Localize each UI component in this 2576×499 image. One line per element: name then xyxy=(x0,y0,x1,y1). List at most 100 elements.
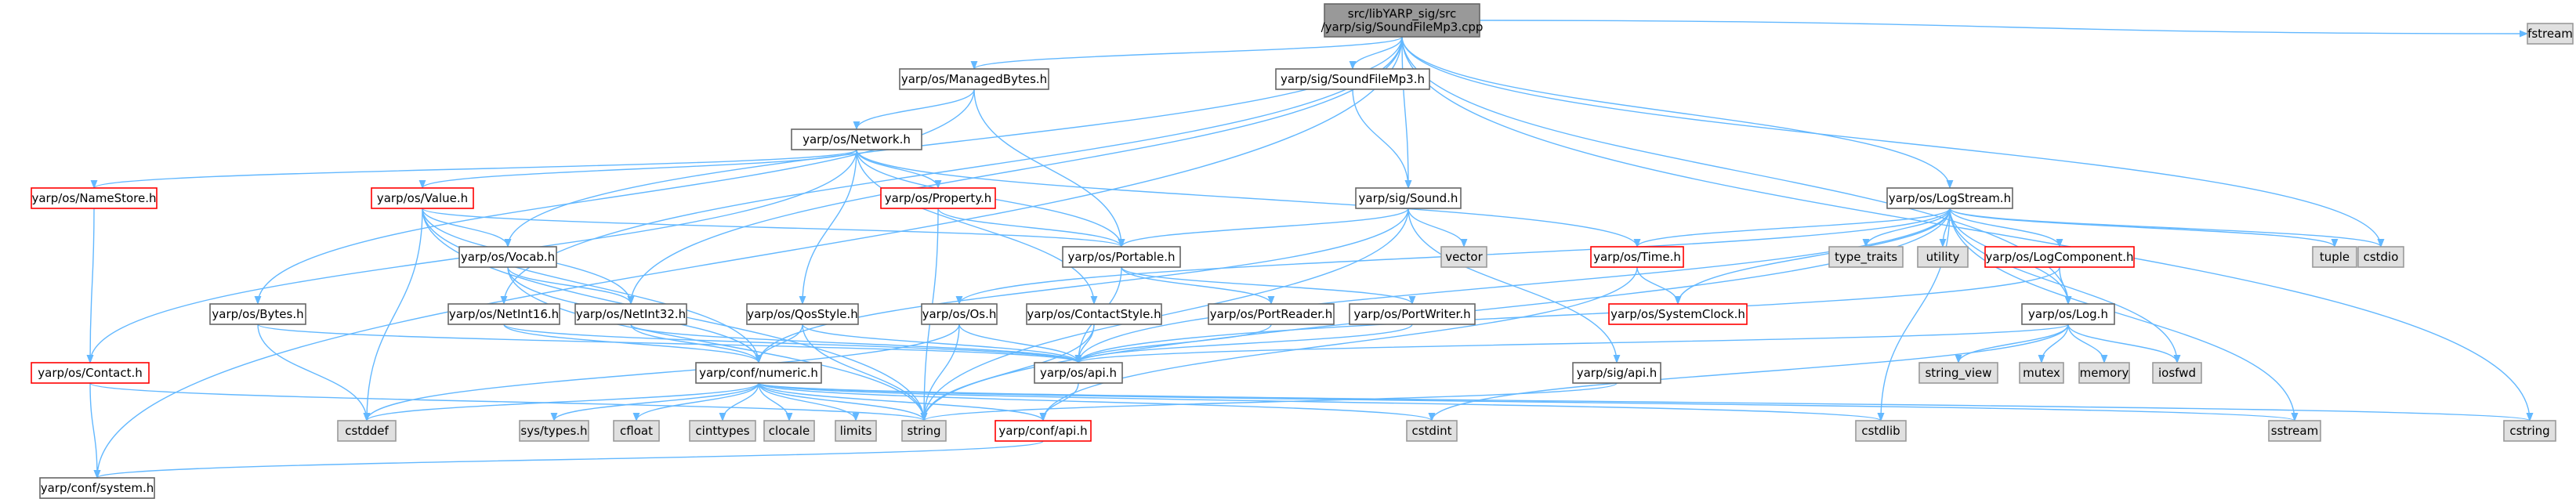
node-cstring: cstring xyxy=(2503,420,2556,442)
node-string-box xyxy=(901,420,947,442)
edge-root-to-soundh xyxy=(1401,36,1412,190)
edge-osh-to-osapi xyxy=(958,324,1082,364)
node-osapi[interactable]: yarp/os/api.h xyxy=(1034,362,1123,384)
edge-root-to-confsystem xyxy=(93,36,1403,479)
node-contactstyle-label: yarp/os/ContactStyle.h xyxy=(1027,307,1161,321)
node-logcomponent-label: yarp/os/LogComponent.h xyxy=(1985,250,2133,264)
node-portableh[interactable]: yarp/os/Portable.h xyxy=(1062,246,1181,268)
node-logcomponent[interactable]: yarp/os/LogComponent.h xyxy=(1984,246,2135,268)
node-confsystem[interactable]: yarp/conf/system.h xyxy=(39,477,155,499)
node-soundh-box xyxy=(1355,187,1462,209)
node-cstring-label: cstring xyxy=(2509,424,2549,438)
edge-qosstyle-to-string xyxy=(802,324,928,422)
node-logstream-label: yarp/os/LogStream.h xyxy=(1889,191,2011,205)
edge-netint32-to-confnumeric xyxy=(630,324,763,364)
edge-managedbytes-to-network xyxy=(853,89,975,131)
node-root-label: src/libYARP_sig/src xyxy=(1348,7,1457,22)
node-logh-label: yarp/os/Log.h xyxy=(2028,307,2108,321)
node-confapi[interactable]: yarp/conf/api.h xyxy=(995,420,1092,442)
node-propertyh-label: yarp/os/Property.h xyxy=(885,191,991,205)
node-soundfilemp3h[interactable]: yarp/sig/SoundFileMp3.h xyxy=(1275,68,1430,90)
node-mutex: mutex xyxy=(2019,362,2064,384)
edge-confnumeric-to-confapi xyxy=(758,382,1047,422)
node-cinttypes-box xyxy=(689,420,756,442)
node-stringview-box xyxy=(1918,362,1998,384)
edge-network-to-propertyh xyxy=(856,149,942,190)
node-vector-box xyxy=(1440,246,1487,268)
node-portreader[interactable]: yarp/os/PortReader.h xyxy=(1208,303,1335,325)
edge-vocabh-to-netint32 xyxy=(507,266,635,306)
node-logstream-box xyxy=(1886,187,2013,209)
node-fstream: fstream xyxy=(2527,23,2574,45)
node-qosstyle[interactable]: yarp/os/QosStyle.h xyxy=(746,303,859,325)
edge-logstream-to-osapi xyxy=(1074,208,1951,364)
edge-confnumeric-to-cinttypes xyxy=(719,382,759,422)
node-cstddef-box xyxy=(337,420,397,442)
node-contactstyle[interactable]: yarp/os/ContactStyle.h xyxy=(1026,303,1162,325)
node-portableh-box xyxy=(1062,246,1181,268)
node-sigapi[interactable]: yarp/sig/api.h xyxy=(1572,362,1661,384)
node-contacth[interactable]: yarp/os/Contact.h xyxy=(31,362,150,384)
edge-portableh-to-portreader xyxy=(1121,266,1275,306)
node-qosstyle-label: yarp/os/QosStyle.h xyxy=(747,307,858,321)
node-propertyh[interactable]: yarp/os/Property.h xyxy=(880,187,996,209)
node-cstring-box xyxy=(2503,420,2556,442)
node-root[interactable]: src/libYARP_sig/src/yarp/sig/SoundFileMp… xyxy=(1321,3,1484,38)
node-valueh[interactable]: yarp/os/Value.h xyxy=(371,187,474,209)
edge-logh-to-iosfwd xyxy=(2067,324,2181,364)
edge-confnumeric-to-string xyxy=(758,382,928,422)
edge-confnumeric-to-clocale xyxy=(758,382,793,422)
node-logh-box xyxy=(2021,303,2115,325)
node-network[interactable]: yarp/os/Network.h xyxy=(791,128,922,150)
node-netint32[interactable]: yarp/os/NetInt32.h xyxy=(574,303,687,325)
node-bytesh[interactable]: yarp/os/Bytes.h xyxy=(209,303,306,325)
node-soundfilemp3h-box xyxy=(1275,68,1430,90)
edge-managedbytes-to-bytesh xyxy=(254,89,975,306)
edge-confnumeric-to-cstdint xyxy=(758,382,1436,422)
node-sigapi-box xyxy=(1572,362,1661,384)
node-portwriter[interactable]: yarp/os/PortWriter.h xyxy=(1349,303,1476,325)
node-logstream[interactable]: yarp/os/LogStream.h xyxy=(1886,187,2013,209)
node-confnumeric[interactable]: yarp/conf/numeric.h xyxy=(695,362,822,384)
node-systemclock[interactable]: yarp/os/SystemClock.h xyxy=(1608,303,1748,325)
node-vocabh[interactable]: yarp/os/Vocab.h xyxy=(458,246,557,268)
node-timeh-box xyxy=(1590,246,1684,268)
node-limits: limits xyxy=(835,420,877,442)
edge-valueh-to-portableh xyxy=(422,208,1125,248)
edge-valueh-to-confnumeric xyxy=(422,208,763,364)
edge-logh-to-stringview xyxy=(1955,324,2069,364)
node-iosfwd-box xyxy=(2152,362,2202,384)
edge-network-to-timeh xyxy=(856,149,1641,248)
edge-logstream-to-logcomponent xyxy=(1949,208,2063,248)
node-string: string xyxy=(901,420,947,442)
edge-osh-to-string xyxy=(920,324,960,422)
node-portreader-label: yarp/os/PortReader.h xyxy=(1210,307,1333,321)
edge-timeh-to-systemclock xyxy=(1636,266,1682,306)
node-logh[interactable]: yarp/os/Log.h xyxy=(2021,303,2115,325)
node-managedbytes-label: yarp/os/ManagedBytes.h xyxy=(901,72,1047,86)
node-timeh[interactable]: yarp/os/Time.h xyxy=(1590,246,1684,268)
node-confsystem-label: yarp/conf/system.h xyxy=(41,481,154,495)
node-cstdlib-box xyxy=(1855,420,1907,442)
edge-soundfilemp3h-to-soundh xyxy=(1352,89,1412,190)
edge-confnumeric-to-cstdlib xyxy=(758,382,1884,422)
node-memory-label: memory xyxy=(2080,366,2129,380)
node-soundh[interactable]: yarp/sig/Sound.h xyxy=(1355,187,1462,209)
node-clocale-box xyxy=(763,420,815,442)
node-managedbytes-box xyxy=(899,68,1049,90)
edge-timeh-to-confapi xyxy=(1039,266,1638,422)
node-netint32-box xyxy=(574,303,687,325)
node-tuple-label: tuple xyxy=(2320,250,2350,264)
node-confapi-label: yarp/conf/api.h xyxy=(998,424,1087,438)
node-vector-label: vector xyxy=(1445,250,1483,264)
node-osh-label: yarp/os/Os.h xyxy=(922,307,997,321)
node-namestore[interactable]: yarp/os/NameStore.h xyxy=(31,187,158,209)
node-managedbytes[interactable]: yarp/os/ManagedBytes.h xyxy=(899,68,1049,90)
node-netint16[interactable]: yarp/os/NetInt16.h xyxy=(447,303,560,325)
node-bytesh-label: yarp/os/Bytes.h xyxy=(212,307,303,321)
edge-confnumeric-to-systypes xyxy=(550,382,759,422)
node-osh[interactable]: yarp/os/Os.h xyxy=(921,303,998,325)
edge-soundh-to-confnumeric xyxy=(755,208,1409,364)
edge-valueh-to-cstddef xyxy=(363,208,423,422)
edge-osh-to-cstddef xyxy=(363,324,960,422)
